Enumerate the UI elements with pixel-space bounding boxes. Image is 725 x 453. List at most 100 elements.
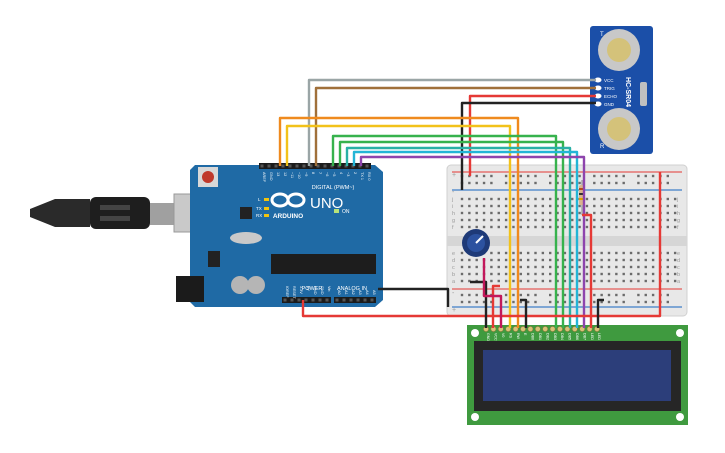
breadboard-hole[interactable] <box>468 197 471 201</box>
breadboard-hole[interactable] <box>651 181 655 185</box>
breadboard-hole[interactable] <box>497 279 500 283</box>
breadboard-hole[interactable] <box>651 293 655 297</box>
breadboard-hole[interactable] <box>578 218 581 222</box>
breadboard-hole[interactable] <box>578 181 581 185</box>
breadboard-hole[interactable] <box>534 211 537 215</box>
breadboard-hole[interactable] <box>497 211 500 215</box>
arduino-pin-hole[interactable] <box>323 164 327 168</box>
breadboard-hole[interactable] <box>541 258 545 262</box>
breadboard-hole[interactable] <box>512 225 515 229</box>
breadboard-hole[interactable] <box>490 300 493 304</box>
breadboard-hole[interactable] <box>468 293 471 297</box>
arduino-pin-hole[interactable] <box>302 164 306 168</box>
breadboard-hole[interactable] <box>475 174 478 178</box>
breadboard-hole[interactable] <box>629 272 633 276</box>
breadboard-hole[interactable] <box>600 204 603 208</box>
arduino-pin-hole[interactable] <box>260 164 264 168</box>
breadboard-hole[interactable] <box>504 211 508 215</box>
breadboard-hole[interactable] <box>600 174 603 178</box>
breadboard-hole[interactable] <box>556 225 559 229</box>
arduino-pin-hole[interactable] <box>349 298 353 302</box>
breadboard-hole[interactable] <box>512 218 515 222</box>
breadboard-hole[interactable] <box>504 251 508 255</box>
breadboard-hole[interactable] <box>504 265 508 269</box>
breadboard-hole[interactable] <box>600 258 603 262</box>
breadboard-hole[interactable] <box>607 218 611 222</box>
breadboard-hole[interactable] <box>563 204 567 208</box>
breadboard-hole[interactable] <box>644 258 647 262</box>
breadboard-hole[interactable] <box>615 174 618 178</box>
breadboard-hole[interactable] <box>673 258 677 262</box>
breadboard-hole[interactable] <box>541 279 545 283</box>
breadboard-hole[interactable] <box>512 293 515 297</box>
breadboard-hole[interactable] <box>549 258 552 262</box>
breadboard-hole[interactable] <box>600 251 603 255</box>
breadboard-hole[interactable] <box>541 251 545 255</box>
arduino-pin-hole[interactable] <box>283 298 287 302</box>
lcd-pin[interactable] <box>542 326 549 332</box>
breadboard-hole[interactable] <box>578 258 581 262</box>
breadboard-hole[interactable] <box>578 272 581 276</box>
breadboard-hole[interactable] <box>607 300 611 304</box>
breadboard-hole[interactable] <box>475 293 478 297</box>
breadboard-hole[interactable] <box>666 258 669 262</box>
breadboard-hole[interactable] <box>460 279 464 283</box>
breadboard-hole[interactable] <box>460 258 464 262</box>
breadboard-hole[interactable] <box>556 211 559 215</box>
breadboard-hole[interactable] <box>512 258 515 262</box>
breadboard-hole[interactable] <box>468 279 471 283</box>
breadboard-hole[interactable] <box>490 225 493 229</box>
breadboard-hole[interactable] <box>607 272 611 276</box>
breadboard-hole[interactable] <box>549 272 552 276</box>
breadboard-hole[interactable] <box>482 181 486 185</box>
breadboard-hole[interactable] <box>607 211 611 215</box>
breadboard-hole[interactable] <box>593 272 596 276</box>
breadboard-hole[interactable] <box>651 272 655 276</box>
breadboard-hole[interactable] <box>482 218 486 222</box>
breadboard-hole[interactable] <box>578 225 581 229</box>
breadboard-hole[interactable] <box>593 293 596 297</box>
breadboard-hole[interactable] <box>490 204 493 208</box>
breadboard-hole[interactable] <box>504 293 508 297</box>
breadboard-hole[interactable] <box>593 181 596 185</box>
breadboard-hole[interactable] <box>549 211 552 215</box>
breadboard-hole[interactable] <box>585 258 589 262</box>
breadboard-hole[interactable] <box>593 225 596 229</box>
breadboard-hole[interactable] <box>556 258 559 262</box>
lcd-pin[interactable] <box>534 326 541 332</box>
breadboard-hole[interactable] <box>526 272 530 276</box>
breadboard-hole[interactable] <box>615 300 618 304</box>
breadboard-hole[interactable] <box>571 204 574 208</box>
breadboard-hole[interactable] <box>534 225 537 229</box>
breadboard-hole[interactable] <box>666 300 669 304</box>
breadboard-hole[interactable] <box>637 265 640 269</box>
breadboard-hole[interactable] <box>534 204 537 208</box>
breadboard-hole[interactable] <box>482 174 486 178</box>
breadboard-hole[interactable] <box>615 293 618 297</box>
breadboard-hole[interactable] <box>615 251 618 255</box>
breadboard-hole[interactable] <box>673 197 677 201</box>
breadboard-hole[interactable] <box>673 225 677 229</box>
lcd-pin[interactable] <box>557 326 563 332</box>
breadboard-hole[interactable] <box>556 174 559 178</box>
breadboard-hole[interactable] <box>666 181 669 185</box>
breadboard-hole[interactable] <box>644 204 647 208</box>
breadboard-hole[interactable] <box>563 300 567 304</box>
breadboard-hole[interactable] <box>504 218 508 222</box>
breadboard-hole[interactable] <box>644 293 647 297</box>
breadboard-hole[interactable] <box>490 265 493 269</box>
breadboard-hole[interactable] <box>563 251 567 255</box>
breadboard-hole[interactable] <box>475 181 478 185</box>
breadboard-hole[interactable] <box>504 197 508 201</box>
breadboard-hole[interactable] <box>651 265 655 269</box>
breadboard-hole[interactable] <box>563 197 567 201</box>
breadboard-hole[interactable] <box>497 204 500 208</box>
breadboard-hole[interactable] <box>526 197 530 201</box>
arduino-pin-hole[interactable] <box>363 298 367 302</box>
breadboard-hole[interactable] <box>563 211 567 215</box>
breadboard-hole[interactable] <box>512 174 515 178</box>
breadboard-hole[interactable] <box>578 251 581 255</box>
breadboard-hole[interactable] <box>637 279 640 283</box>
breadboard-hole[interactable] <box>556 272 559 276</box>
breadboard-hole[interactable] <box>571 174 574 178</box>
